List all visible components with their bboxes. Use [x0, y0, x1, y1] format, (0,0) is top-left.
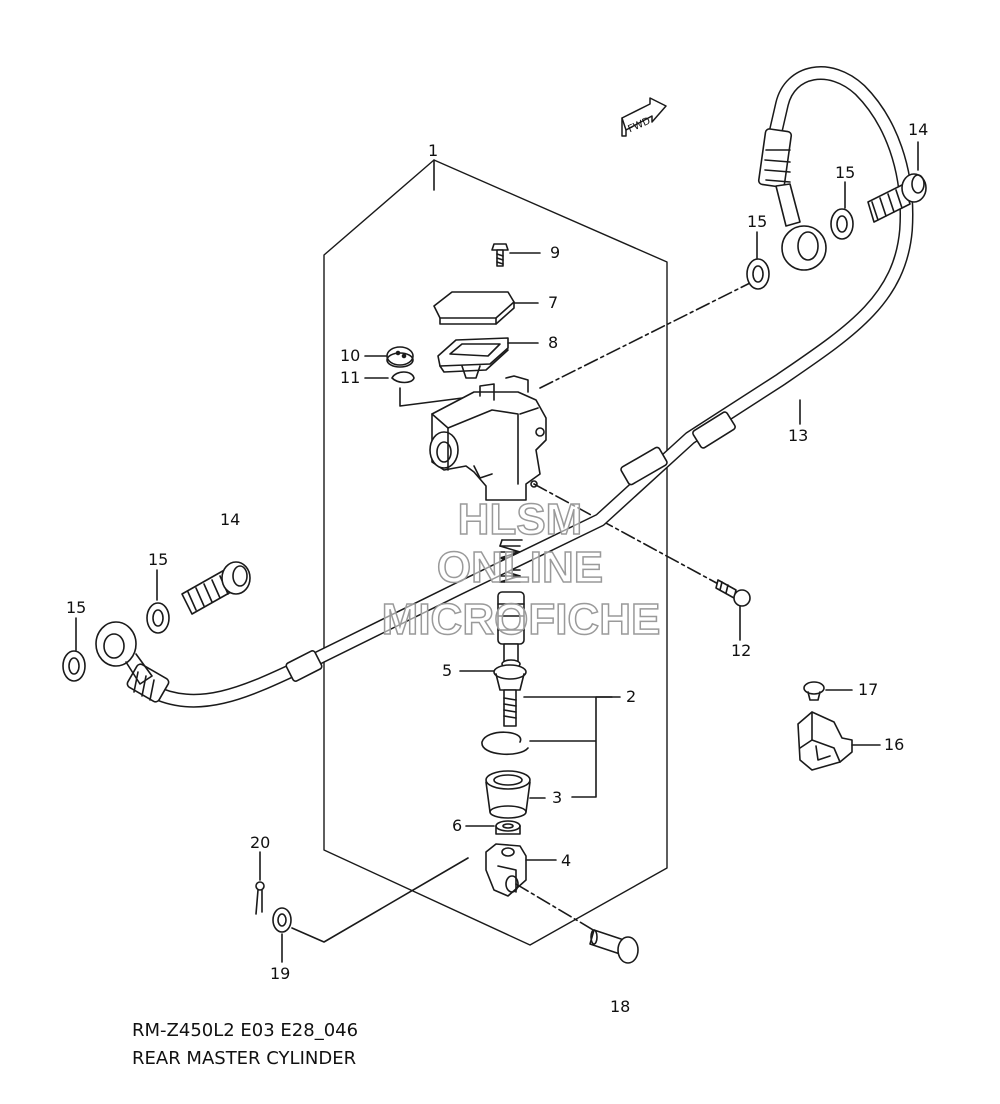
washer-15-lower-right-icon: [146, 602, 170, 634]
clamp-16-icon: [797, 711, 853, 771]
callout-14-lower: 14: [220, 510, 241, 529]
watermark-line-3: MICROFICHE: [381, 595, 661, 644]
callout-9: 9: [550, 243, 561, 262]
callout-15-lower-left: 15: [66, 598, 87, 617]
dashdot-bolt-12: [533, 483, 723, 587]
callout-2: 2: [626, 687, 637, 706]
assembly-boundary: [323, 159, 668, 946]
callout-3: 3: [552, 788, 563, 807]
diaphragm-8-icon: [437, 337, 509, 379]
circlip-11-icon: [391, 371, 415, 384]
push-rod-5-icon: [493, 664, 527, 727]
callout-1: 1: [428, 141, 439, 160]
clevis-4-icon: [485, 843, 527, 897]
dashdot-pin-18: [515, 883, 601, 935]
callout-5: 5: [442, 661, 453, 680]
banjo-fitting-upper-icon: [775, 183, 827, 271]
diagram-title: REAR MASTER CYLINDER: [132, 1048, 357, 1069]
dashdot-hose-upper: [539, 281, 753, 389]
watermark-line-2: ONLINE: [436, 543, 604, 592]
callout-15-upper-left: 15: [747, 212, 768, 231]
washer-15-lower-left-icon: [62, 650, 86, 682]
bracket-2: [523, 696, 613, 798]
callout-17: 17: [858, 680, 879, 699]
reservoir-cap-7-icon: [433, 291, 515, 325]
cap-10-icon: [386, 346, 414, 368]
callout-7: 7: [548, 293, 559, 312]
callout-10: 10: [340, 346, 361, 365]
brake-hose-13-icon: [126, 66, 914, 708]
washer-19-icon: [272, 907, 292, 933]
boot-3-icon: [485, 770, 531, 819]
callout-6: 6: [452, 816, 463, 835]
callout-15-upper-right: 15: [835, 163, 856, 182]
bolt-9-icon: [491, 243, 509, 267]
washer-15-upper-right-icon: [830, 208, 854, 240]
cotter-pin-20-icon: [255, 851, 265, 915]
callout-15-lower-right: 15: [148, 550, 169, 569]
leader-clevis-washer: [291, 857, 469, 943]
callout-12: 12: [731, 641, 752, 660]
piston-set-2-icon: [497, 539, 525, 669]
diagram-code: RM-Z450L2 E03 E28_046: [132, 1020, 359, 1041]
master-cylinder-body-icon: [429, 375, 547, 501]
nut-6-icon: [495, 820, 521, 835]
watermark-line-1: HLSM: [457, 495, 583, 544]
banjo-bolt-14-lower-icon: [181, 561, 251, 615]
callout-20: 20: [250, 833, 271, 852]
callout-14-upper: 14: [908, 120, 929, 139]
callout-8: 8: [548, 333, 559, 352]
banjo-bolt-14-upper-icon: [867, 173, 927, 223]
callout-19: 19: [270, 964, 291, 983]
washer-15-upper-left-icon: [746, 258, 770, 290]
callout-11: 11: [340, 368, 361, 387]
fwd-arrow-icon: FWD: [621, 97, 667, 137]
leader-11-to-body: [399, 387, 479, 407]
circlip-2-icon: [481, 731, 529, 756]
clevis-pin-18-icon: [589, 929, 639, 964]
screw-17-icon: [803, 681, 825, 701]
callout-4: 4: [561, 851, 572, 870]
bolt-12-icon: [715, 579, 751, 607]
callout-18: 18: [610, 997, 631, 1016]
callout-13: 13: [788, 426, 809, 445]
callout-16: 16: [884, 735, 905, 754]
banjo-fitting-lower-icon: [95, 621, 153, 685]
